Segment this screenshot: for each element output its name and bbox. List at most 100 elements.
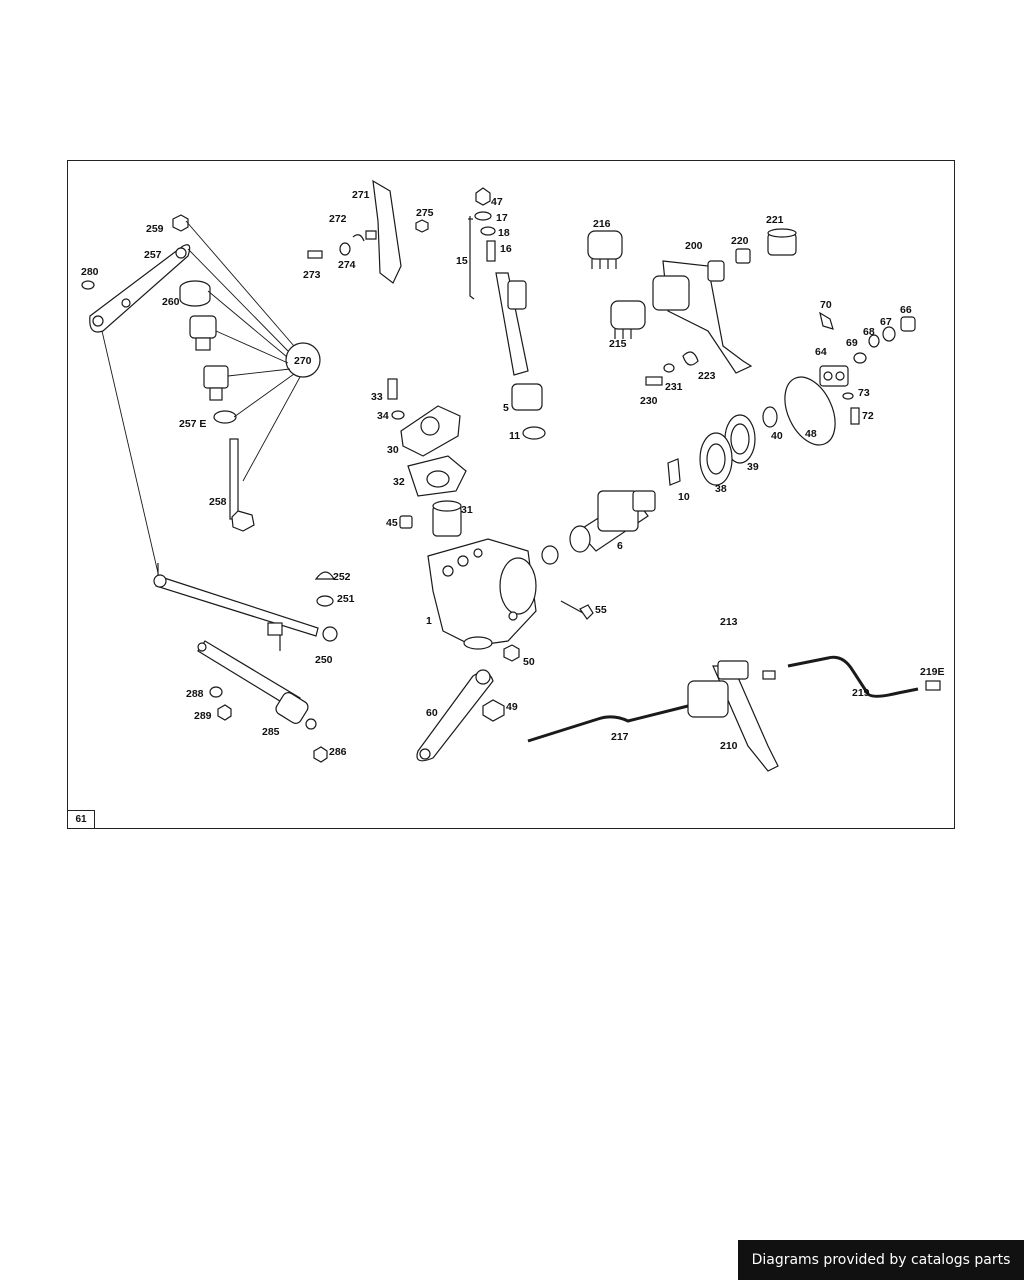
label-34: 34 [377,410,389,422]
nut-49 [482,699,505,722]
label-70: 70 [820,299,832,311]
label-200: 200 [685,240,703,252]
washer-280 [81,280,95,290]
label-220: 220 [731,235,749,247]
label-274: 274 [338,259,356,271]
bolt-55 [560,600,594,620]
label-215: 215 [609,338,627,350]
bearing-220 [735,248,751,264]
worm-shaft-part [468,187,546,440]
label-64: 64 [815,346,827,358]
label-1: 1 [426,615,432,627]
clip-223 [682,351,699,366]
label-49: 49 [506,701,518,713]
label-66: 66 [900,304,912,316]
label-286: 286 [329,746,347,758]
valve-body-200 [652,260,753,374]
label-48: 48 [805,428,817,440]
steering-arm-part [89,244,191,333]
label-47: 47 [491,196,503,208]
ring-221 [767,228,797,256]
label-252: 252 [333,571,351,583]
nut-289 [217,704,232,721]
label-39: 39 [747,461,759,473]
label-260: 260 [162,296,180,308]
washer-10-bottom [541,545,559,565]
label-257: 257 [144,249,162,261]
label-210: 210 [720,740,738,752]
gasket-32 [407,455,467,497]
label-275: 275 [416,207,434,219]
washer-231 [663,363,675,373]
label-216: 216 [593,218,611,230]
label-18: 18 [498,227,510,239]
label-5: 5 [503,402,509,414]
piston-38 [699,432,733,486]
snap-ring-48 [784,376,836,446]
label-45: 45 [386,517,398,529]
ring-67 [882,326,896,342]
label-270: 270 [294,355,312,367]
label-257e: 257 E [179,418,206,430]
leader-lines-270 [101,220,301,574]
nut-50 [503,644,520,662]
bearing-part [189,315,217,351]
label-213: 213 [720,616,738,628]
ring-251 [316,595,334,607]
label-219: 219 [852,687,870,699]
label-230: 230 [640,395,658,407]
label-272: 272 [329,213,347,225]
label-273: 273 [303,269,321,281]
label-10-top: 10 [678,491,690,503]
clip-70 [819,311,834,330]
label-223: 223 [698,370,716,382]
label-40: 40 [771,430,783,442]
screw-72 [850,407,860,425]
seal-40 [762,406,778,428]
label-288: 288 [186,688,204,700]
label-50: 50 [523,656,535,668]
label-69: 69 [846,337,858,349]
label-289: 289 [194,710,212,722]
pitman-arm-60 [416,669,494,762]
stub-219e-left [762,670,776,680]
diagram-frame: 271 275 272 274 273 47 17 18 16 15 5 11 … [67,160,955,829]
cover-30 [400,405,461,457]
label-231: 231 [665,381,683,393]
label-285: 285 [262,726,280,738]
label-6: 6 [617,540,623,552]
nut-259 [172,214,189,232]
bolt-33 [387,378,398,400]
bolt-230 [645,376,663,386]
label-219e-right: 219E [920,666,945,678]
stub-219e-right [925,680,941,691]
label-31: 31 [461,504,473,516]
label-67: 67 [880,316,892,328]
tie-rod-part [153,563,338,651]
line-217 [527,704,689,743]
parts-diagram: 271 275 272 274 273 47 17 18 16 15 5 11 … [81,179,945,772]
label-251: 251 [337,593,355,605]
plug-45 [399,515,413,529]
label-259: 259 [146,223,164,235]
steering-gear-housing-1 [427,538,537,650]
valve-210 [687,660,779,772]
heat-shield-part [307,179,429,284]
bush-288 [209,686,223,698]
switch-216 [587,230,623,269]
line-219 [787,655,919,698]
label-16: 16 [500,243,512,255]
bearing-31 [432,500,462,537]
label-60: 60 [426,707,438,719]
ring-73 [842,392,854,400]
control-valve-6 [569,490,656,553]
label-32: 32 [393,476,405,488]
label-17: 17 [496,212,508,224]
label-280: 280 [81,266,99,278]
label-30: 30 [387,444,399,456]
switch-215 [610,300,646,339]
cap-10-top [667,458,681,486]
washer-257e [213,410,237,424]
label-221: 221 [766,214,784,226]
nut-286 [313,746,328,763]
